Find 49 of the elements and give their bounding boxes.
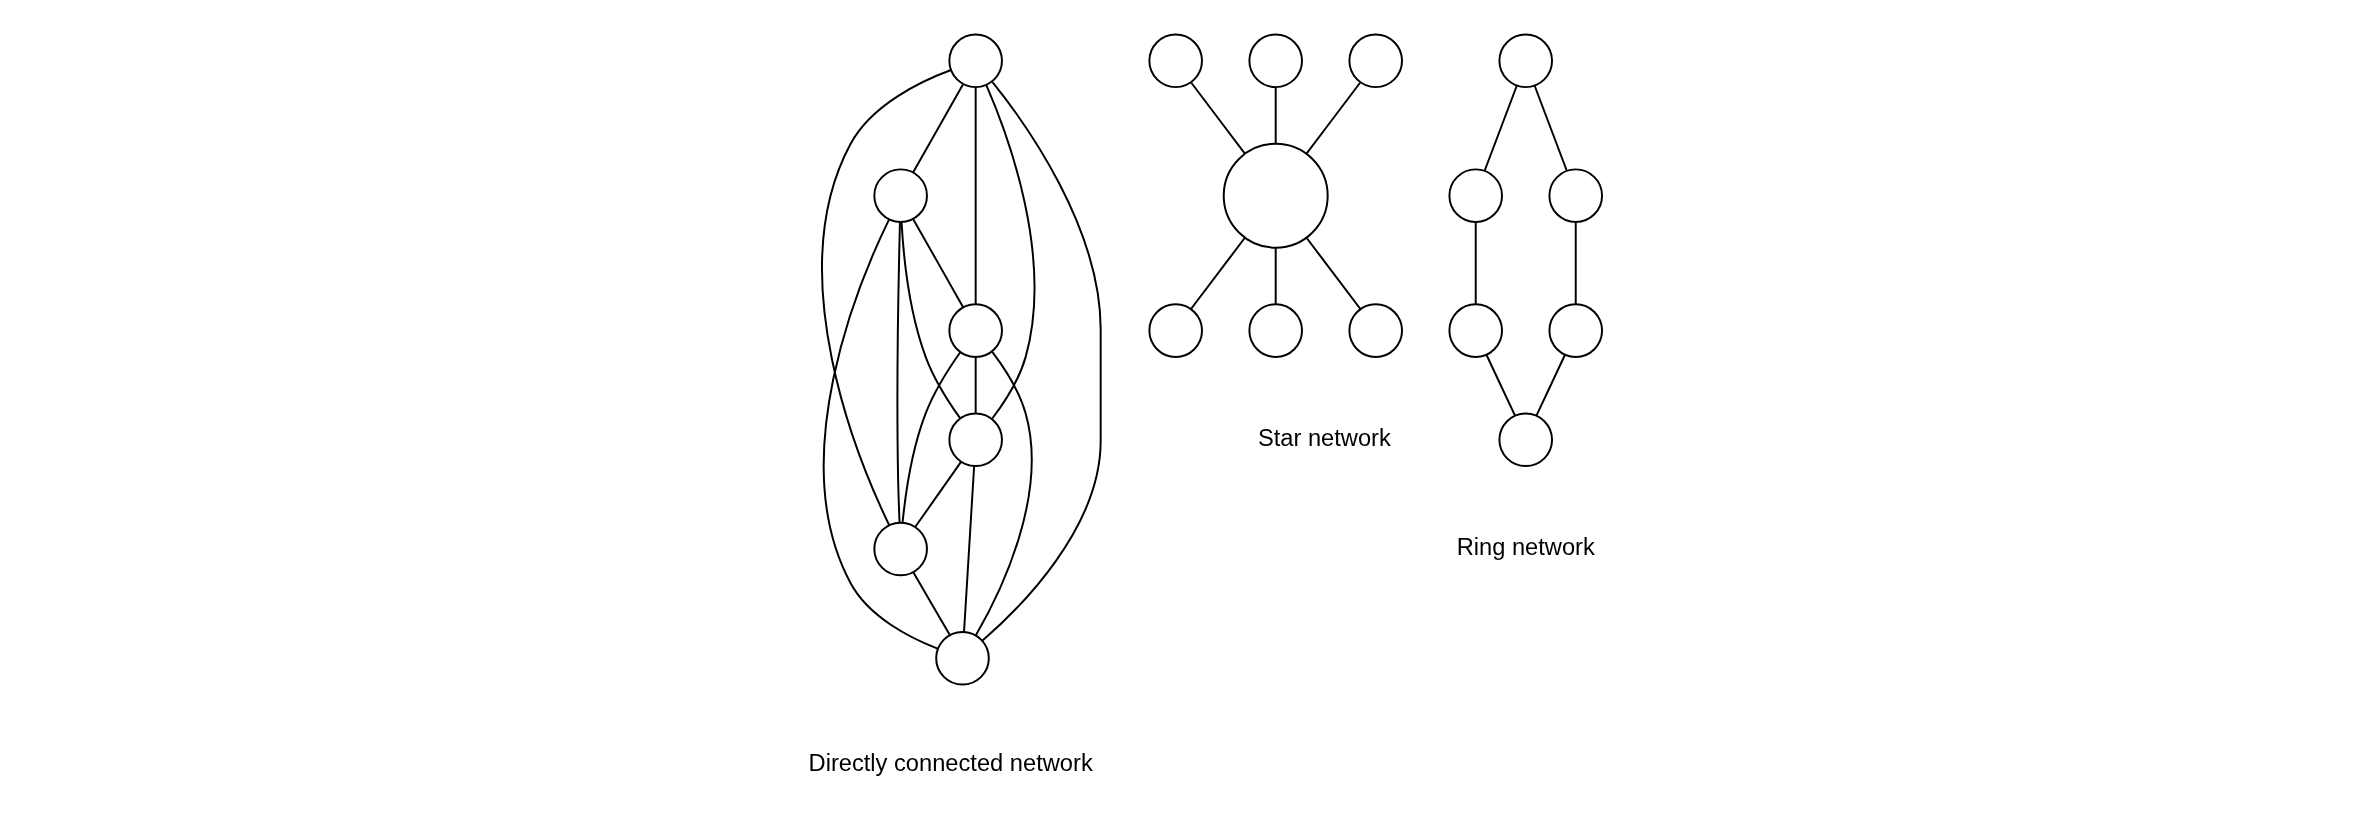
connector	[1533, 84, 1568, 172]
node-circle	[1148, 303, 1203, 358]
label: Ring network	[1456, 533, 1595, 560]
connector	[1474, 221, 1477, 305]
node-circle	[1248, 33, 1303, 89]
node-circle	[948, 412, 1003, 468]
node-circle	[1498, 33, 1554, 89]
connector	[1483, 84, 1518, 172]
connector	[963, 465, 976, 633]
node-circle	[1448, 168, 1504, 223]
connector	[900, 221, 962, 420]
connector	[985, 84, 1036, 420]
node-circle	[1222, 142, 1329, 249]
connector	[1274, 86, 1277, 145]
connector	[823, 218, 939, 650]
node-circle	[1148, 33, 1203, 89]
connector	[974, 356, 977, 415]
label: Star network	[1257, 424, 1391, 451]
connector	[1190, 81, 1246, 155]
connector	[974, 86, 977, 305]
connector	[912, 83, 964, 174]
connector	[1535, 354, 1566, 417]
node-circle	[873, 168, 928, 223]
node-circle	[1348, 33, 1403, 89]
connector	[821, 69, 952, 526]
connector	[896, 221, 901, 524]
connector	[974, 350, 1033, 637]
node-circle	[873, 521, 928, 577]
node-circle	[948, 303, 1003, 358]
connector	[914, 461, 962, 529]
connector	[1190, 236, 1246, 310]
connector	[1305, 81, 1362, 155]
node-circle	[1448, 303, 1504, 358]
connector	[1305, 236, 1362, 310]
node-circle	[948, 33, 1003, 89]
connector	[1274, 246, 1277, 305]
node-circle	[1248, 303, 1303, 358]
node-circle	[1548, 168, 1604, 223]
connector	[981, 81, 1102, 642]
connector	[912, 571, 951, 636]
node-circle	[1548, 303, 1604, 358]
node-circle	[935, 630, 990, 686]
node-circle	[1348, 303, 1403, 358]
connector	[1574, 221, 1577, 305]
label: Directly connected network	[808, 749, 1093, 776]
node-circle	[1498, 412, 1554, 468]
connector	[901, 351, 962, 524]
connector	[912, 218, 965, 309]
connector	[1485, 354, 1516, 417]
